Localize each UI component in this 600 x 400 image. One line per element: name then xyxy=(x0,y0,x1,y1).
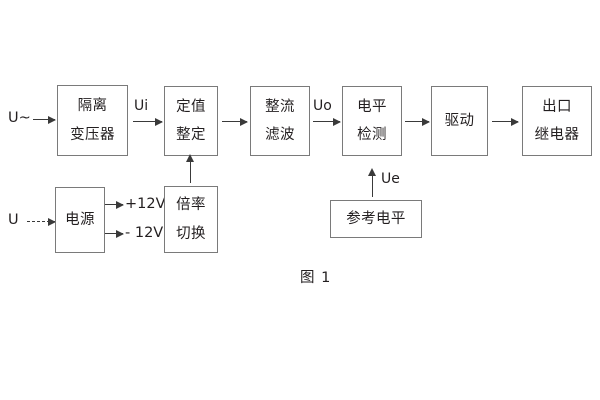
block-reference-level-line-1: 参考电平 xyxy=(346,210,406,227)
arrow-isolation-transformer-to-setpoint xyxy=(133,117,163,126)
arrow-reference-level-to-level-detection xyxy=(368,168,377,197)
block-driver-line-1: 驱动 xyxy=(444,112,475,129)
block-level-detection-line-2: 检测 xyxy=(357,127,387,143)
block-power-supply-line-1: 电源 xyxy=(65,211,95,228)
input-label-dc: U xyxy=(8,212,19,228)
block-multiplier-switch: 倍率 切换 xyxy=(164,186,218,253)
signal-label-ui: Ui xyxy=(134,98,149,114)
block-isolation-transformer: 隔离 变压器 xyxy=(57,85,128,156)
input-label-ac: U~ xyxy=(8,110,31,126)
block-output-relay-line-1: 出口 xyxy=(542,98,572,115)
arrow-rail-positive xyxy=(105,200,124,209)
block-isolation-transformer-line-1: 隔离 xyxy=(77,98,108,114)
arrow-setpoint-to-rectify-filter xyxy=(222,117,248,126)
block-multiplier-switch-line-1: 倍率 xyxy=(176,197,206,213)
block-output-relay-line-2: 继电器 xyxy=(534,127,580,143)
block-setpoint-setting-line-2: 整定 xyxy=(176,127,206,143)
arrow-level-detection-to-driver xyxy=(405,117,430,126)
rail-label-positive: +12V xyxy=(125,196,166,212)
block-level-detection: 电平 检测 xyxy=(342,86,402,156)
arrow-rectify-filter-to-level-detection xyxy=(313,117,341,126)
arrow-multiplier-switch-to-setpoint xyxy=(186,154,195,183)
figure-caption: 图 1 xyxy=(300,270,332,286)
block-rectify-filter-line-1: 整流 xyxy=(265,98,295,115)
block-level-detection-line-1: 电平 xyxy=(357,98,387,115)
block-setpoint-setting: 定值 整定 xyxy=(164,86,218,156)
block-rectify-filter-line-2: 滤波 xyxy=(265,127,295,143)
block-rectify-filter: 整流 滤波 xyxy=(250,86,310,156)
arrow-rail-negative xyxy=(105,229,124,238)
signal-label-uo: Uo xyxy=(313,98,332,114)
block-isolation-transformer-line-2: 变压器 xyxy=(70,126,115,143)
block-multiplier-switch-line-2: 切换 xyxy=(176,225,206,242)
rail-label-negative: - 12V xyxy=(125,225,164,241)
signal-label-ue: Ue xyxy=(381,171,400,187)
arrow-ac-to-isolation-transformer xyxy=(33,115,56,124)
arrow-dc-to-power-supply xyxy=(27,217,56,226)
block-reference-level: 参考电平 xyxy=(330,200,422,238)
block-driver: 驱动 xyxy=(431,86,488,156)
arrow-driver-to-output-relay xyxy=(492,117,519,126)
block-power-supply: 电源 xyxy=(55,187,105,253)
block-output-relay: 出口 继电器 xyxy=(522,86,592,156)
block-setpoint-setting-line-1: 定值 xyxy=(176,98,206,115)
